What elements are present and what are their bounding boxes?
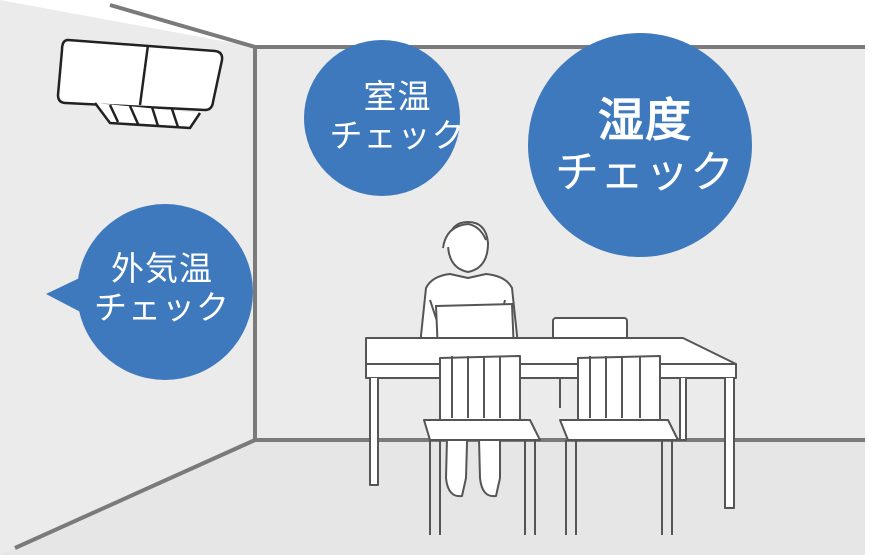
outside-temp-line2: チェック [94, 287, 230, 327]
room-temp-check-label: 室温 チェック [310, 77, 485, 156]
humidity-check-label: 湿度 チェック [530, 93, 760, 199]
room-temp-bubble [304, 40, 460, 196]
air-conditioner-icon [56, 38, 224, 130]
humidity-bubble [528, 33, 752, 257]
outside-temp-line1: 外気温 [111, 249, 213, 288]
room-temp-line1: 室温 [363, 77, 432, 116]
room-temp-line2: チェック [329, 115, 466, 155]
outside-temp-check-label: 外気温 チェック [68, 249, 256, 328]
front-chair-left [423, 355, 541, 535]
outside-temp-bubble [46, 204, 253, 380]
humidity-line2: チェック [555, 147, 735, 199]
humidity-line1: 湿度 [598, 93, 692, 147]
front-chair-right [559, 355, 679, 535]
